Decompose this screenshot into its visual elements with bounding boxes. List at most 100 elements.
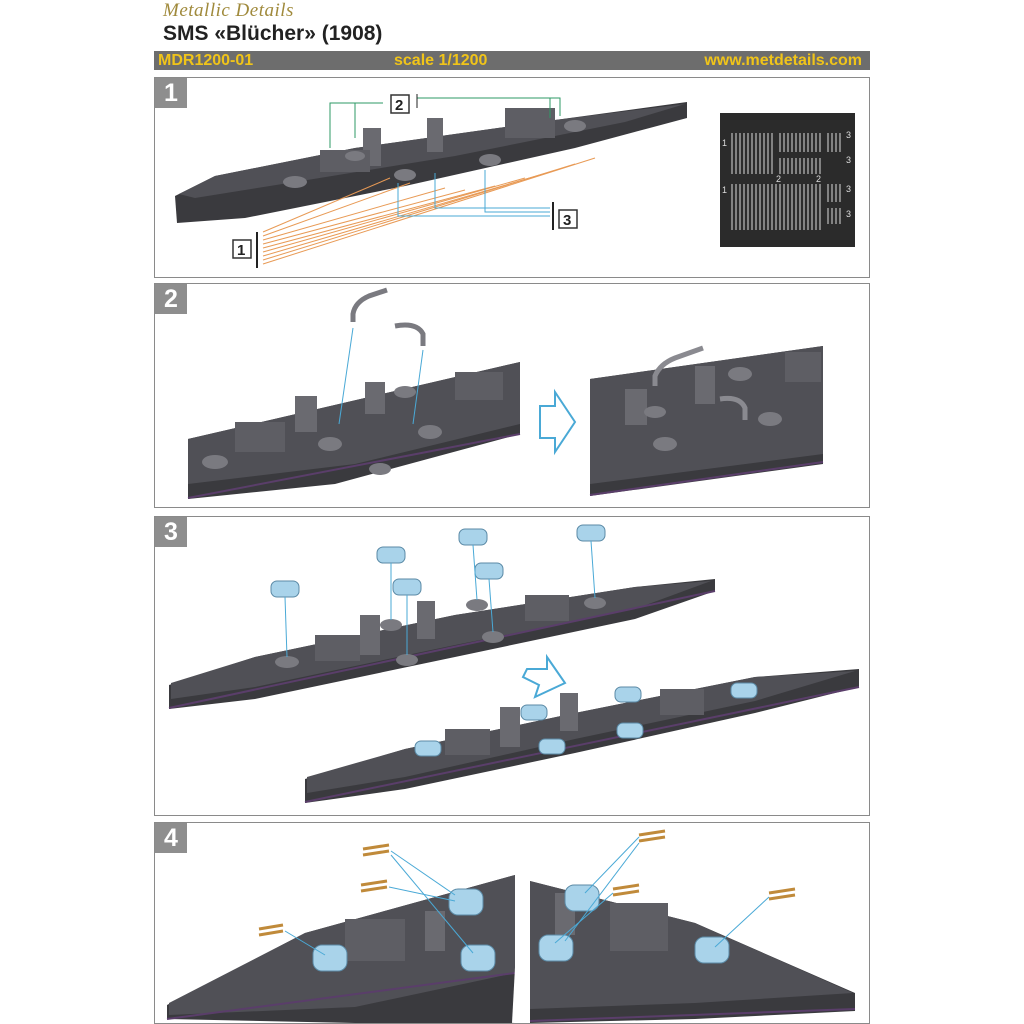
step-4-panel: 4 xyxy=(154,822,870,1024)
step-3-number: 3 xyxy=(155,517,189,549)
superstructure xyxy=(660,689,704,715)
barbette xyxy=(394,169,416,181)
barbette xyxy=(644,406,666,418)
etch-part-number: 2 xyxy=(776,174,781,184)
arrow-icon xyxy=(539,388,577,456)
superstructure xyxy=(345,919,405,961)
funnel xyxy=(695,366,715,404)
turret xyxy=(312,944,348,972)
superstructure xyxy=(525,595,569,621)
superstructure xyxy=(785,352,821,382)
step-4-diagram xyxy=(166,829,856,1023)
funnel xyxy=(560,693,578,731)
etch-part-number: 1 xyxy=(722,138,727,148)
superstructure xyxy=(455,372,503,400)
funnel xyxy=(425,911,445,951)
barbette xyxy=(283,176,307,188)
callout-box xyxy=(232,239,252,259)
ship-deck xyxy=(188,362,520,484)
etch-part-number: 3 xyxy=(846,184,851,194)
step-4-number: 4 xyxy=(155,823,189,855)
scale-label: scale 1/1200 xyxy=(394,52,488,69)
funnel xyxy=(295,396,317,432)
turret-part xyxy=(458,528,488,546)
turret-part xyxy=(376,546,406,564)
barbette xyxy=(369,463,391,475)
etch-railings xyxy=(731,133,841,230)
barbette xyxy=(653,437,677,451)
crane-part xyxy=(652,345,704,386)
barbette xyxy=(418,425,442,439)
barbette xyxy=(202,455,228,469)
callout-box xyxy=(390,94,410,114)
ship-deck xyxy=(171,581,711,699)
superstructure xyxy=(610,903,668,951)
step-1-number: 1 xyxy=(155,78,189,110)
barbette xyxy=(758,412,782,426)
funnel xyxy=(625,389,647,425)
turret-parts xyxy=(270,524,606,598)
step-1-panel: 1 2 xyxy=(154,77,870,278)
turret xyxy=(694,936,730,964)
header-band: MDR1200-01 scale 1/1200 www.metdetails.c… xyxy=(154,51,870,70)
turret xyxy=(538,934,574,962)
barbette xyxy=(728,367,752,381)
leader-line xyxy=(354,102,383,138)
step-3-diagram xyxy=(168,524,860,803)
etch-part-number: 2 xyxy=(816,174,821,184)
barbette xyxy=(394,386,416,398)
etch-part-number: 1 xyxy=(722,185,727,195)
callout-label: 2 xyxy=(395,97,403,114)
superstructure xyxy=(235,422,285,452)
barbettes xyxy=(275,597,606,668)
brand-logo: Metallic Details xyxy=(163,0,294,21)
ship-deck xyxy=(169,875,515,1015)
funnel xyxy=(417,601,435,639)
turret-part xyxy=(270,580,300,598)
barbette xyxy=(564,120,586,132)
turret xyxy=(460,944,496,972)
crane-part xyxy=(394,322,426,346)
barbette xyxy=(318,437,342,451)
funnel xyxy=(360,615,380,655)
step-1-diagram: 2 1 3 xyxy=(175,94,855,268)
part-leaders xyxy=(397,170,550,217)
railing-leaders xyxy=(262,157,596,265)
turret-part xyxy=(576,524,606,542)
etch-part-number: 3 xyxy=(846,155,851,165)
superstructure xyxy=(315,635,360,661)
installed-turrets xyxy=(414,682,758,757)
turret-part xyxy=(392,578,422,596)
funnel xyxy=(500,707,520,747)
ship-deck xyxy=(590,346,823,484)
superstructure xyxy=(445,729,490,755)
step-3-panel: 3 xyxy=(154,516,870,816)
page-title: SMS «Blücher» (1908) xyxy=(163,22,383,45)
funnel xyxy=(365,382,385,414)
gun-barrels xyxy=(612,829,796,901)
barbette xyxy=(479,154,501,166)
turret-part xyxy=(474,562,504,580)
barbette xyxy=(345,151,365,161)
gun-barrels xyxy=(258,843,390,937)
product-code: MDR1200-01 xyxy=(158,52,254,69)
step-2-panel: 2 xyxy=(154,283,870,508)
crane-part xyxy=(719,395,748,420)
leader-line xyxy=(417,97,561,116)
callout-label: 1 xyxy=(237,242,245,259)
callout-box xyxy=(558,209,578,229)
etch-part-number: 3 xyxy=(846,130,851,140)
step-2-diagram xyxy=(187,287,824,499)
superstructure xyxy=(505,108,555,138)
crane-part xyxy=(350,287,388,322)
step-2-number: 2 xyxy=(155,284,189,316)
funnel xyxy=(427,118,443,152)
turret xyxy=(564,884,600,912)
turret xyxy=(448,888,484,916)
etch-part-number: 3 xyxy=(846,209,851,219)
ship-deck xyxy=(307,671,855,793)
part-leaders xyxy=(284,540,596,658)
website-link[interactable]: www.metdetails.com xyxy=(704,52,862,69)
arrow-icon xyxy=(521,653,567,699)
callout-label: 3 xyxy=(563,212,571,229)
